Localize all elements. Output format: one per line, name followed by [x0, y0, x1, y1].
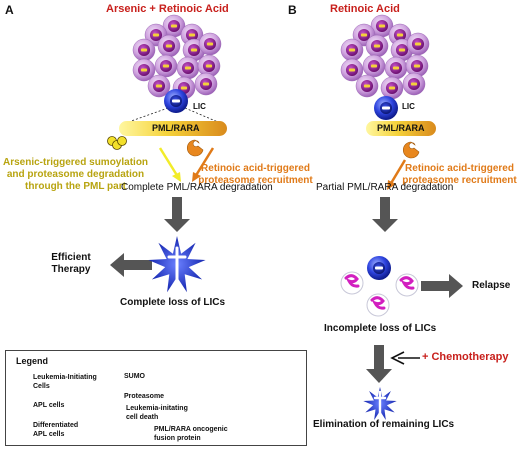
complete-loss-text: Complete loss of LICs	[120, 297, 226, 308]
proteasome-icon	[187, 139, 204, 157]
legend-differentiated-label: Differentiated APL cells	[33, 422, 79, 438]
magnify-line-left	[119, 107, 169, 126]
pml-rara-fusion-b	[366, 121, 436, 136]
lic-cell-a	[164, 89, 188, 113]
panel-b-title: Retinoic Acid	[330, 3, 400, 15]
down-arrow-a	[164, 197, 190, 232]
fusion-label-a: PML/RARA	[152, 123, 200, 133]
fusion-label-b: PML/RARA	[377, 123, 425, 133]
lic-label-a: LIC	[193, 102, 206, 111]
ra-text-b: Retinoic acid-triggered proteasome recru…	[402, 163, 517, 186]
relapse-arrow	[421, 274, 463, 298]
apl-cell-cluster-a	[132, 14, 222, 100]
down-arrow-chemo	[366, 345, 392, 383]
arsenic-arrow	[158, 147, 181, 182]
elimination-text: Elimination of remaining LICs	[313, 419, 455, 430]
relapse-text: Relapse	[472, 280, 511, 291]
lic-death-icon-a	[148, 236, 206, 293]
legend-death-label: Leukemia-initating cell death	[126, 405, 188, 421]
complete-degradation-text: Complete PML/RARA degradation	[121, 182, 273, 193]
efficient-therapy-text: Efficient Therapy	[51, 252, 91, 275]
legend-fusion-label: PML/RARA oncogenic fusion protein	[154, 426, 228, 442]
retinoic-arrow-a	[192, 147, 215, 182]
chemotherapy-text: + Chemotherapy	[422, 351, 509, 363]
differentiated-cell	[395, 273, 419, 297]
legend-apl-label: APL cells	[33, 402, 65, 409]
legend-proteasome-label: Proteasome	[124, 393, 165, 400]
legend-sumo-label: SUMO	[124, 373, 145, 380]
arsenic-text: Arsenic-triggered sumoylation and protea…	[3, 157, 149, 192]
sumo-icon	[107, 136, 127, 150]
panel-a-title: Arsenic + Retinoic Acid	[106, 3, 229, 15]
retinoic-arrow-b	[387, 159, 407, 190]
legend-box: Legend Leukemia-Initiating Cells APL cel…	[5, 350, 307, 446]
differentiated-cell	[340, 271, 364, 295]
partial-degradation-text: Partial PML/RARA degradation	[316, 182, 454, 193]
lic-cell-b	[374, 96, 398, 120]
ra-text-a: Retinoic acid-triggered proteasome recru…	[198, 163, 313, 186]
proteasome-icon-b	[403, 141, 420, 159]
apl-cell-cluster-b	[340, 14, 430, 100]
incomplete-loss-text: Incomplete loss of LICs	[324, 323, 437, 334]
efficient-therapy-arrow	[110, 253, 152, 277]
panel-b-letter: B	[288, 3, 297, 17]
down-arrow-b	[372, 197, 398, 232]
pml-rara-fusion-a	[119, 121, 227, 136]
lic-death-icon-b	[363, 387, 397, 420]
chemotherapy-arrow	[390, 351, 420, 365]
lic-label-b: LIC	[402, 102, 415, 111]
remaining-lic-cell	[367, 256, 391, 280]
legend-title: Legend	[16, 356, 49, 366]
differentiated-cell	[366, 293, 390, 317]
panel-a-letter: A	[5, 3, 14, 17]
legend-lic-label: Leukemia-Initiating Cells	[33, 374, 97, 390]
